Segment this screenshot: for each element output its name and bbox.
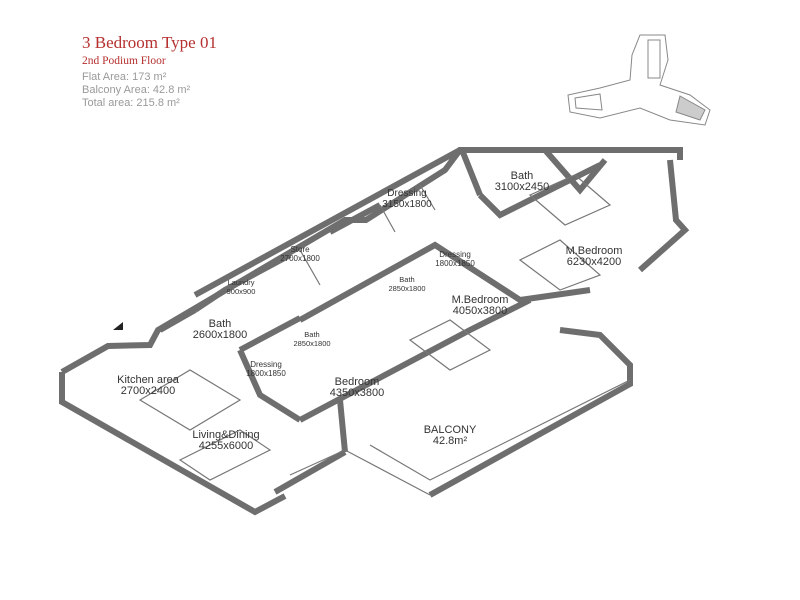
plan-header: 3 Bedroom Type 01 2nd Podium Floor Flat … (82, 33, 217, 110)
floor-label: 2nd Podium Floor (82, 55, 166, 67)
total-area: Total area: 215.8 m² (82, 97, 180, 109)
entrance-marker (113, 322, 123, 330)
plan-title: 3 Bedroom Type 01 (82, 33, 217, 52)
key-plan (567, 34, 711, 126)
balcony-area: Balcony Area: 42.8 m² (82, 84, 191, 96)
walls (59, 147, 690, 516)
interior-lines (138, 174, 631, 496)
flat-area: Flat Area: 173 m² (82, 71, 167, 83)
